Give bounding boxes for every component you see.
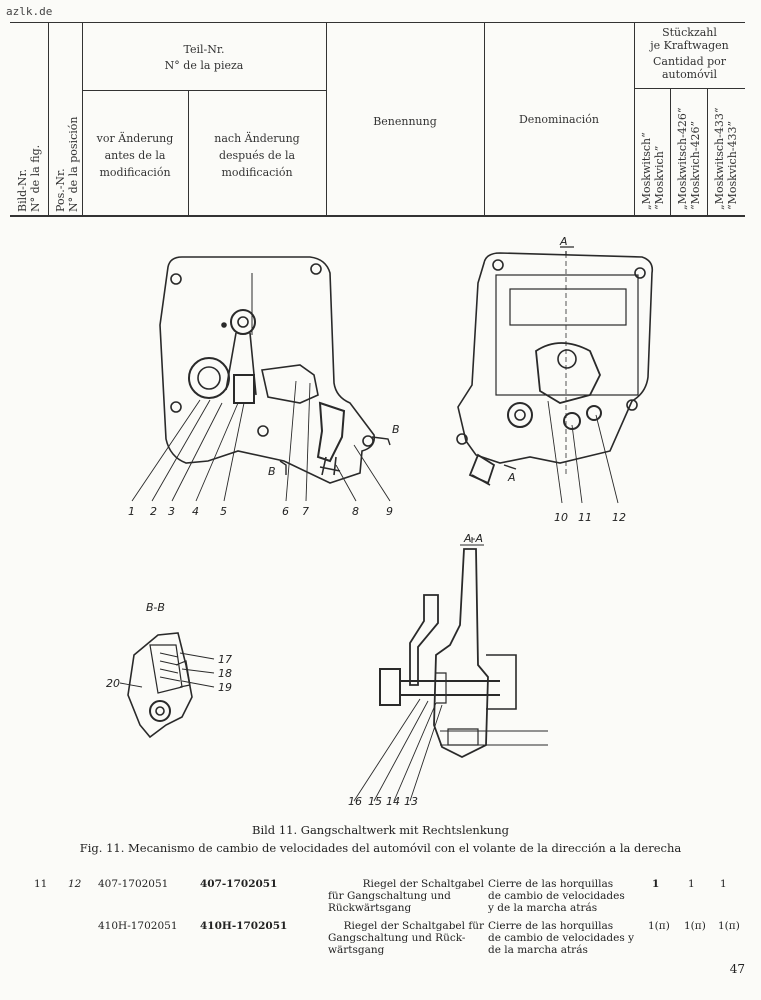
callout-1: 1 [128, 505, 135, 518]
callout-12: 12 [612, 511, 626, 524]
callout-8: 8 [352, 505, 359, 518]
section-aa-drawing [379, 537, 548, 759]
header-teil-nr: Teil-Nr.N° de la pieza [164, 43, 244, 72]
row-after: 410H-1702051 [200, 920, 288, 932]
right-view-housing [456, 246, 654, 486]
callout-4: 4 [192, 505, 199, 518]
section-label-a-bottom: A [507, 471, 516, 484]
row-qty-2: 1(п) [684, 920, 706, 932]
callout-3: 3 [168, 505, 175, 518]
callout-5: 5 [220, 505, 227, 518]
header-bild-nr: Bild-Nr.N° de la fig. [16, 144, 42, 212]
header-benennung: Benennung [373, 115, 437, 128]
callout-17: 17 [218, 653, 232, 666]
header-model-1: „Moskwitsch““Moskvich” [640, 132, 666, 210]
section-label-a-top: A [559, 235, 568, 248]
callout-16: 16 [348, 795, 362, 808]
row-after: 407-1702051 [200, 878, 278, 890]
callout-20: 20 [106, 677, 120, 690]
section-label-b-right: B [392, 423, 400, 436]
callout-7: 7 [302, 505, 309, 518]
callout-11: 11 [578, 511, 592, 524]
callout-2: 2 [150, 505, 157, 518]
callout-10: 10 [554, 511, 568, 524]
callout-9: 9 [386, 505, 393, 518]
row-qty-3: 1(п) [718, 920, 740, 932]
section-label-aa: A-A [463, 532, 483, 545]
row-before: 410H-1702051 [98, 920, 178, 932]
callout-13: 13 [404, 795, 418, 808]
section-bb-drawing [127, 632, 193, 739]
header-table: Bild-Nr.N° de la fig. Pos.-Nr.N° de la p… [10, 22, 745, 217]
row-qty-3: 1 [720, 878, 727, 890]
callout-6: 6 [282, 505, 289, 518]
header-denominacion: Denominación [518, 113, 599, 126]
section-label-bb: B-B [146, 601, 165, 614]
row-qty-2: 1 [688, 878, 695, 890]
callout-18: 18 [218, 667, 232, 680]
caption-german: Bild 11. Gangschaltwerk mit Rechtslenkun… [252, 823, 509, 837]
row-qty-1: 1 [652, 878, 660, 890]
callout-15: 15 [368, 795, 382, 808]
section-label-b-left: B [268, 465, 276, 478]
callout-14: 14 [386, 795, 400, 808]
left-view-housing [159, 256, 376, 484]
row-fig: 11 [34, 878, 48, 890]
site-tag: azlk.de [6, 5, 53, 18]
caption-spanish: Fig. 11. Mecanismo de cambio de velocida… [79, 841, 682, 855]
row-before: 407-1702051 [98, 878, 169, 890]
header-model-3: „Moskwitsch-433““Moskvich-433” [713, 107, 739, 210]
header-pos-nr: Pos.-Nr.N° de la posición [54, 116, 80, 212]
row-qty-1: 1(п) [648, 920, 670, 932]
leader-lines [119, 380, 619, 802]
header-model-2: „Moskwitsch-426““Moskvich-426” [676, 107, 702, 210]
row-pos: 12 [68, 878, 82, 890]
section-markers [279, 436, 517, 475]
callout-19: 19 [218, 681, 232, 694]
technical-drawing: A A B B A-A B-B 1 2 3 4 5 6 7 8 9 10 11 … [0, 225, 761, 825]
page-number: 47 [729, 962, 745, 976]
